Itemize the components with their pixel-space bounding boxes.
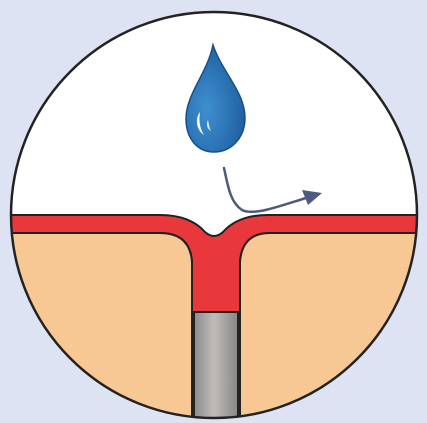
pin — [194, 312, 238, 423]
